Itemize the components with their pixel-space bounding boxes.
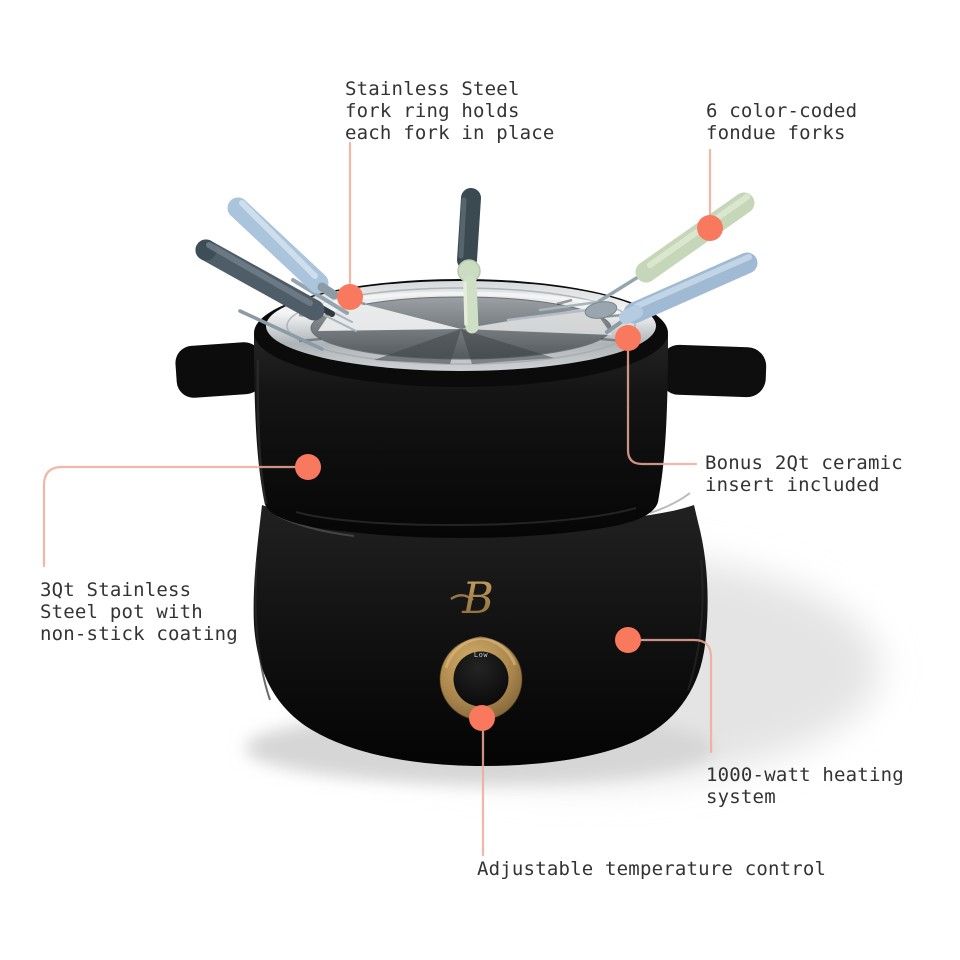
callout-line: 6 color-coded bbox=[706, 100, 858, 122]
pot-handle-right bbox=[659, 344, 767, 398]
callout-label-ceramic-insert: Bonus 2Qt ceramic insert included bbox=[705, 452, 903, 496]
control-knob: Low bbox=[439, 636, 523, 721]
callout-dot-ceramic-insert bbox=[615, 325, 641, 351]
leader-pot bbox=[42, 465, 298, 568]
fondue-pot bbox=[175, 334, 767, 538]
callout-dot-fork-ring bbox=[337, 284, 363, 310]
fondue-forks bbox=[195, 188, 758, 351]
callout-label-forks: 6 color-coded fondue forks bbox=[706, 100, 857, 144]
fork-periwinkle bbox=[619, 252, 758, 324]
knob-low-marking: Low bbox=[474, 651, 488, 659]
callout-markers bbox=[42, 141, 723, 857]
callout-line: fork ring holds bbox=[345, 100, 520, 122]
brand-letter: B bbox=[461, 574, 494, 624]
callout-line: 3Qt Stainless bbox=[40, 579, 192, 601]
fork-light-blue bbox=[227, 197, 339, 300]
callout-label-fork-ring: Stainless Steel fork ring holds each for… bbox=[345, 78, 555, 144]
callout-label-pot: 3Qt Stainless Steel pot with non-stick c… bbox=[40, 579, 238, 645]
callout-dot-temperature bbox=[469, 705, 495, 731]
fork-pale-green bbox=[457, 259, 481, 334]
callout-line: Adjustable temperature control bbox=[477, 858, 827, 880]
knob-face bbox=[453, 651, 509, 707]
brand-logo: B bbox=[450, 574, 494, 624]
logo-flourish bbox=[450, 594, 474, 601]
callout-line: Bonus 2Qt ceramic bbox=[705, 452, 903, 474]
callout-dot-pot bbox=[295, 454, 321, 480]
callout-line: 1000-watt heating bbox=[706, 764, 904, 786]
pot-handle-left bbox=[175, 342, 263, 398]
callout-line: each fork in place bbox=[345, 122, 555, 144]
callout-line: non-stick coating bbox=[40, 623, 238, 645]
callout-label-heating: 1000-watt heating system bbox=[706, 764, 904, 808]
callout-line: insert included bbox=[705, 474, 880, 496]
callout-dot-forks bbox=[697, 215, 723, 241]
callout-dot-heating bbox=[615, 627, 641, 653]
callout-line: Steel pot with bbox=[40, 601, 203, 623]
fork-charcoal bbox=[457, 188, 481, 270]
callout-line: fondue forks bbox=[706, 122, 846, 144]
fork-plate bbox=[584, 301, 618, 319]
fork-slate bbox=[195, 239, 325, 321]
callout-line: Stainless Steel bbox=[345, 78, 520, 100]
callout-line: system bbox=[706, 786, 776, 808]
leader-heating bbox=[639, 638, 713, 754]
callout-label-temperature: Adjustable temperature control bbox=[477, 858, 826, 880]
leader-ceramic-insert bbox=[626, 343, 698, 466]
